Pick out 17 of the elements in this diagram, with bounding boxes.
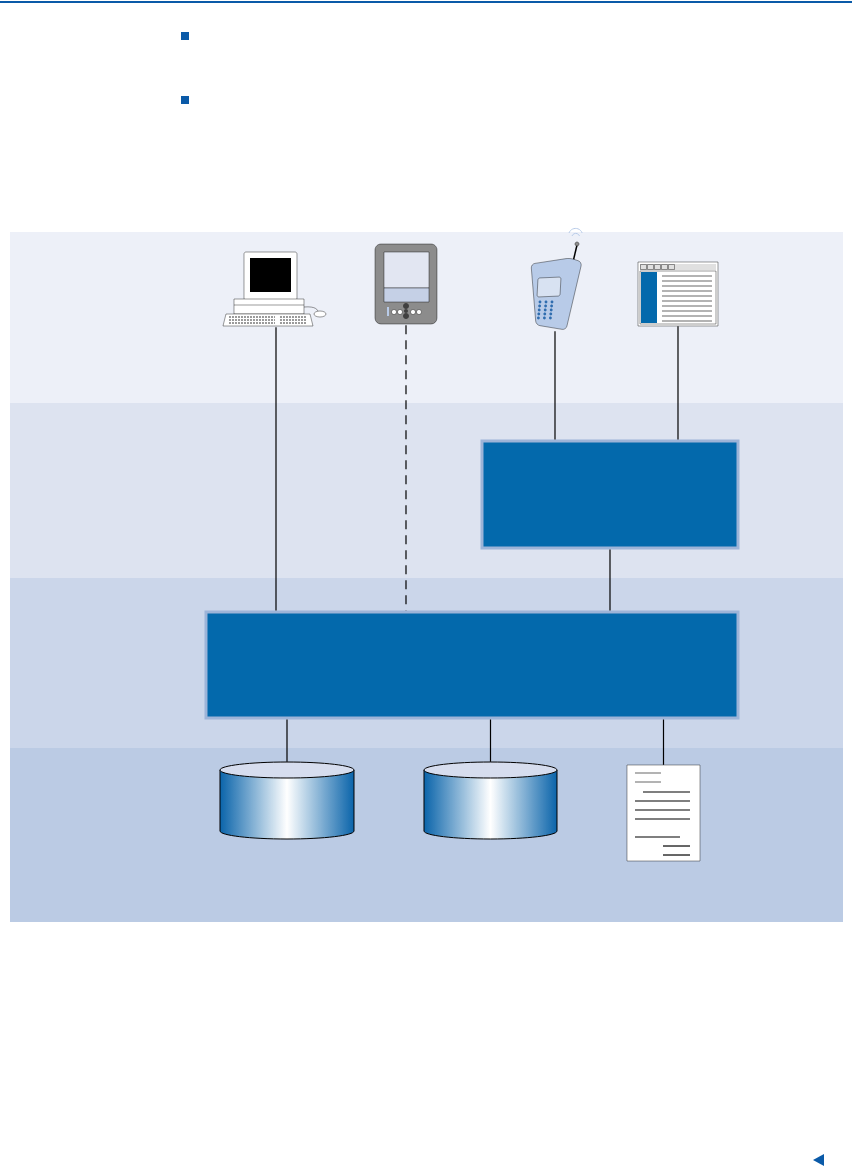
database-cylinder (423, 761, 558, 840)
mobile-phone-drawing (531, 227, 583, 330)
connector-line (609, 548, 611, 612)
connector-line (405, 324, 407, 612)
process-box (480, 439, 740, 550)
connector-line (677, 325, 679, 441)
process-box (204, 610, 740, 720)
connector-line (554, 330, 556, 441)
connector-line (286, 718, 288, 763)
connector-line (489, 718, 492, 763)
database-cylinder (219, 761, 355, 840)
connector-line (662, 718, 665, 766)
computer-drawing (222, 251, 327, 327)
browser-window-drawing (637, 261, 719, 327)
handheld-drawing (374, 243, 438, 325)
connector-line (275, 326, 277, 612)
document-icon (626, 764, 701, 862)
